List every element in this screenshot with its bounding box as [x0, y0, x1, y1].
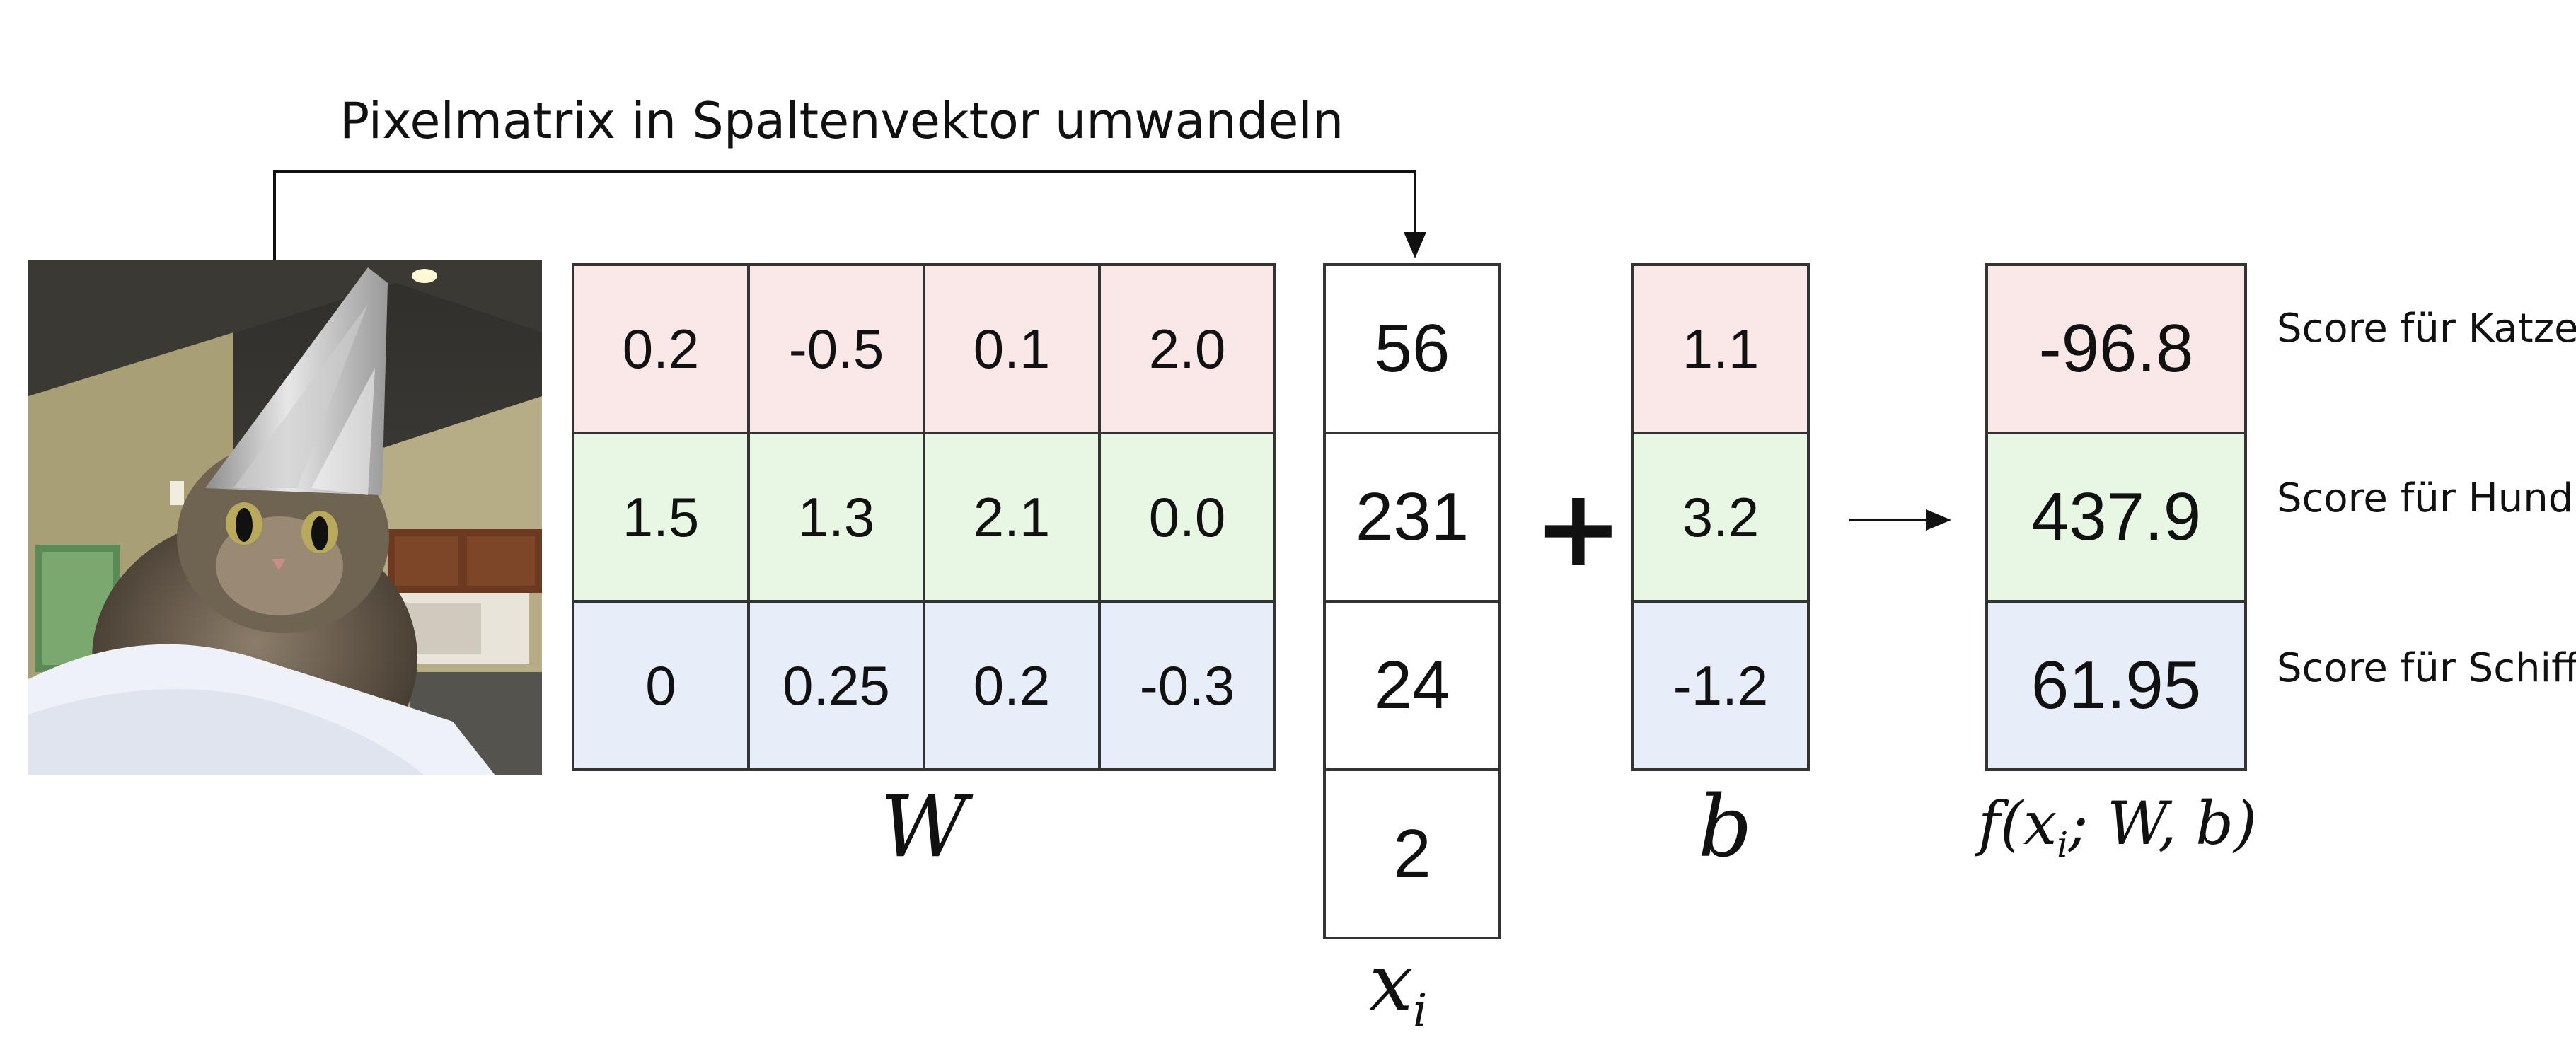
vector-b-cell: 1.1 — [1631, 263, 1810, 434]
score-label-ship: Score für Schiff — [2277, 645, 2576, 691]
vector-f-cell: -96.8 — [1985, 263, 2247, 434]
vector-f-label-sub: i — [2057, 823, 2069, 865]
vector-f-label: f(xi; W, b) — [1978, 789, 2257, 865]
matrix-w-cell: 0 — [572, 600, 750, 771]
vector-x-label: xi — [1369, 937, 1428, 1037]
matrix-w-cell: -0.3 — [1098, 600, 1276, 771]
vector-x-cell: 231 — [1323, 432, 1501, 603]
matrix-w-cell: 0.1 — [923, 263, 1101, 434]
matrix-w-cell: 0.0 — [1098, 432, 1276, 603]
connector-arrowhead-icon — [1404, 232, 1426, 258]
vector-x-cell: 2 — [1323, 768, 1501, 939]
matrix-w-cell: -0.5 — [747, 263, 925, 434]
vector-b-cell: 3.2 — [1631, 432, 1810, 603]
matrix-w-cell: 0.2 — [923, 600, 1101, 771]
vector-f-label-post: ; W, b) — [2068, 789, 2257, 858]
score-label-dog: Score für Hund — [2277, 475, 2574, 521]
matrix-w-cell: 2.1 — [923, 432, 1101, 603]
matrix-w-label: W — [880, 778, 968, 877]
plus-symbol: + — [1534, 467, 1623, 590]
matrix-w-cell: 0.2 — [572, 263, 750, 434]
right-arrowhead-icon — [1926, 509, 1951, 531]
vector-b-cell: -1.2 — [1631, 600, 1810, 771]
vector-x-cell: 56 — [1323, 263, 1501, 434]
vector-f-cell: 61.95 — [1985, 600, 2247, 771]
matrix-w-cell: 2.0 — [1098, 263, 1276, 434]
vector-x-cell: 24 — [1323, 600, 1501, 771]
matrix-w-cell: 0.25 — [747, 600, 925, 771]
connector-arrow-icon — [273, 170, 1416, 260]
vector-x-label-sub: i — [1413, 985, 1428, 1037]
caption: Pixelmatrix in Spaltenvektor umwandeln — [340, 92, 1344, 150]
matrix-w-cell: 1.5 — [572, 432, 750, 603]
vector-f-cell: 437.9 — [1985, 432, 2247, 603]
vector-b-label: b — [1698, 778, 1752, 877]
score-label-cat: Score für Katze — [2277, 306, 2576, 352]
vector-x-label-base: x — [1369, 937, 1414, 1028]
vector-f-label-pre: f(x — [1978, 789, 2057, 858]
matrix-w-cell: 1.3 — [747, 432, 925, 603]
